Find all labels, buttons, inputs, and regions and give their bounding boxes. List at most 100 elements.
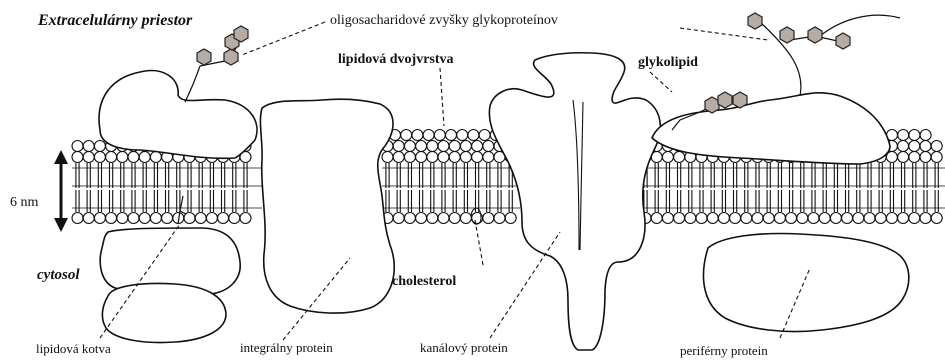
lipid-head [920,141,931,152]
lipid-head [229,213,240,224]
lipid-head [931,213,942,224]
lipid-head [438,141,449,152]
label-channel-protein: kanálový protein [420,340,508,355]
lipid-head [382,152,393,163]
lipid-head [83,213,94,224]
lipid-head [674,152,685,163]
lipid-head [83,141,94,152]
channel-protein [489,53,660,350]
lipid-head [460,213,471,224]
glycoprotein-left [99,71,257,159]
lipid-head [218,213,229,224]
oligosaccharide-right [748,13,900,96]
lipid-head [875,213,886,224]
lipid-head [752,213,763,224]
lipid-head [763,213,774,224]
lipid-head [909,152,920,163]
label-cholesterol: cholesterol [392,274,456,289]
lipid-head [898,213,909,224]
lipid-head [483,152,494,163]
lipid-head [886,213,897,224]
peripheral-protein-cytosol-left-bottom [102,284,226,343]
lipid-head [449,152,460,163]
label-lipid-bilayer: lipidová dvojvrstva [338,52,454,67]
lipid-head [150,152,161,163]
lipid-head [72,141,83,152]
lipid-head [909,130,920,141]
lipid-head [416,141,427,152]
lipid-head [472,152,483,163]
lipid-tails [72,163,945,212]
lipid-head [483,213,494,224]
lipid-head [128,152,139,163]
lipid-head [774,213,785,224]
oligosaccharide-left [185,26,248,102]
lipid-head [707,213,718,224]
lipid-head [718,213,729,224]
lipid-head [449,213,460,224]
lipid-head [505,213,516,224]
lipid-head [920,213,931,224]
lipid-head [819,213,830,224]
lipid-head [416,152,427,163]
lipid-head [128,213,139,224]
label-lipid-anchor: lipidová kotva [36,341,111,356]
lipid-head [797,213,808,224]
lipid-head [434,130,445,141]
lipid-head [423,130,434,141]
lipid-head [830,213,841,224]
lipid-head [106,213,117,224]
lipid-head [404,152,415,163]
lipid-head [393,213,404,224]
label-extracellular: Extracelulárny priestor [37,12,193,29]
lipid-head [393,141,404,152]
lipid-head [83,152,94,163]
lipid-head [94,152,105,163]
lipid-head [864,213,875,224]
label-thickness: 6 nm [10,195,39,210]
lipid-head [898,152,909,163]
lipid-head [853,213,864,224]
lipid-head [842,213,853,224]
lipid-head [472,141,483,152]
lipid-head [206,213,217,224]
lipid-head [416,213,427,224]
lipid-head [72,213,83,224]
lipid-head [401,130,412,141]
lipid-head [195,213,206,224]
lipid-head [479,130,490,141]
lipid-head [94,141,105,152]
lipid-head [468,130,479,141]
lipid-head [651,213,662,224]
lipid-head [898,130,909,141]
lipid-head [460,152,471,163]
lipid-head [931,141,942,152]
lipid-head [72,152,83,163]
lipid-head [393,152,404,163]
lipid-head [139,213,150,224]
lipid-head [427,141,438,152]
lipid-head [730,213,741,224]
lipid-head [438,152,449,163]
lipid-head [662,213,673,224]
lipid-head [438,213,449,224]
lipid-head [117,213,128,224]
lipid-head [931,152,942,163]
lipid-head [446,130,457,141]
lipid-head [427,152,438,163]
lipid-head [106,152,117,163]
lipid-head [898,141,909,152]
lipid-head [404,213,415,224]
lipid-head [494,213,505,224]
lipid-head [909,213,920,224]
lipid-head [457,130,468,141]
label-oligosaccharides: oligosacharidové zvyšky glykoproteínov [330,13,558,28]
label-glycolipid: glykolipid [638,55,698,70]
lipid-head [412,130,423,141]
lipid-head [920,152,931,163]
lipid-head [449,141,460,152]
thickness-arrow [54,150,68,232]
lipid-head [117,152,128,163]
lipid-head [460,141,471,152]
lipid-head [427,213,438,224]
